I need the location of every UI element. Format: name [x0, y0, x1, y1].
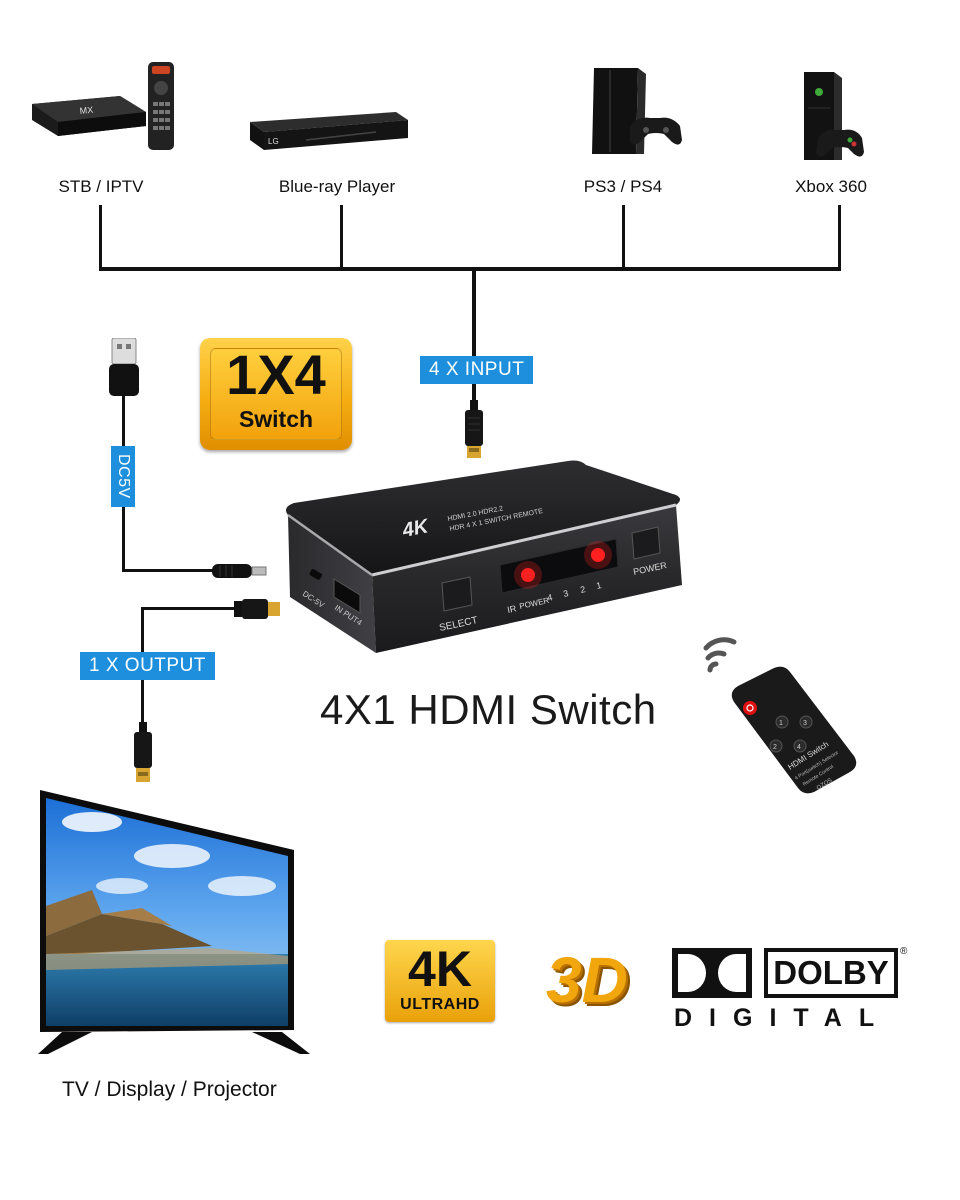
badge-1x4-text: 1X4	[226, 343, 326, 406]
dolby-brand-text: DOLBY	[764, 948, 898, 998]
device-label-xbox: Xbox 360	[795, 177, 867, 196]
hdmi-plug-input-icon	[465, 400, 483, 458]
badge-1x4-switch: 1X4 Switch	[200, 338, 352, 450]
switch-port-3: 3	[562, 588, 569, 599]
hdmi-plug-output-icon	[234, 599, 280, 619]
bluray-player-device-icon: LG	[250, 112, 408, 150]
wire-output-horizontal	[141, 607, 236, 610]
dolby-digital-logo: DOLBY ® DIGITAL	[672, 946, 912, 1032]
remote-button-1: 1	[779, 720, 783, 727]
badge-3d: 3D	[540, 940, 628, 1026]
tv-label: TV / Display / Projector	[62, 1078, 277, 1101]
device-label-ps: PS3 / PS4	[583, 177, 663, 196]
ps4-console-device-icon	[592, 68, 682, 154]
wire-bluray	[340, 205, 343, 271]
input-count-tag: 4 X INPUT	[420, 356, 534, 384]
ir-remote-control-icon: 1 3 2 4 HDMI Switch 4 Port(switch) Selec…	[731, 666, 857, 794]
switch-ir-label: IR	[506, 603, 517, 615]
wireless-signal-icon	[703, 637, 737, 673]
switch-port-4: 4	[546, 592, 553, 603]
output-count-tag: 1 X OUTPUT	[80, 652, 215, 680]
badge-3d-text: 3D	[546, 944, 628, 1016]
badge-ultrahd-text: ULTRAHD	[400, 996, 480, 1013]
remote-button-4: 4	[797, 744, 801, 751]
badge-1x4-subtext: Switch	[238, 406, 314, 432]
bluray-logo: LG	[268, 137, 279, 146]
wire-ps	[622, 205, 625, 271]
usb-plug-icon	[109, 338, 139, 396]
dolby-digital-text: DIGITAL	[674, 1004, 892, 1032]
wire-xbox	[838, 205, 841, 271]
wire-bus-horizontal	[99, 267, 841, 271]
xbox360-console-device-icon	[804, 72, 864, 160]
badge-4k-text: 4K	[408, 941, 472, 997]
badge-4k-ultrahd: 4K ULTRAHD	[385, 940, 495, 1022]
hdmi-switch-box: 4K HDMI 2.0 HDR2.2 HDR 4 X 1 SWITCH REMO…	[286, 460, 682, 653]
dolby-double-d-icon	[672, 948, 752, 998]
micro-usb-plug-icon	[212, 564, 267, 578]
stb-logo: MX	[79, 105, 93, 116]
switch-logo-4k: 4K	[400, 515, 432, 542]
device-label-stb: STB / IPTV	[58, 177, 144, 196]
dc5v-tag: DC5V	[111, 446, 135, 507]
remote-button-2: 2	[773, 744, 777, 751]
switch-port-2: 2	[579, 584, 586, 595]
wire-stb	[99, 205, 102, 271]
dolby-registered-mark: ®	[900, 946, 908, 957]
tv-display-icon	[38, 790, 310, 1054]
main-title: 4X1 HDMI Switch	[320, 686, 657, 733]
remote-button-3: 3	[803, 720, 807, 727]
wire-usb-power-horizontal	[122, 569, 218, 572]
stb-iptv-device-icon: MX	[32, 62, 174, 150]
switch-port-1: 1	[595, 580, 602, 591]
wire-input-trunk	[472, 267, 476, 407]
device-label-bluray: Blue-ray Player	[278, 177, 396, 196]
hdmi-plug-tv-icon	[134, 722, 152, 782]
